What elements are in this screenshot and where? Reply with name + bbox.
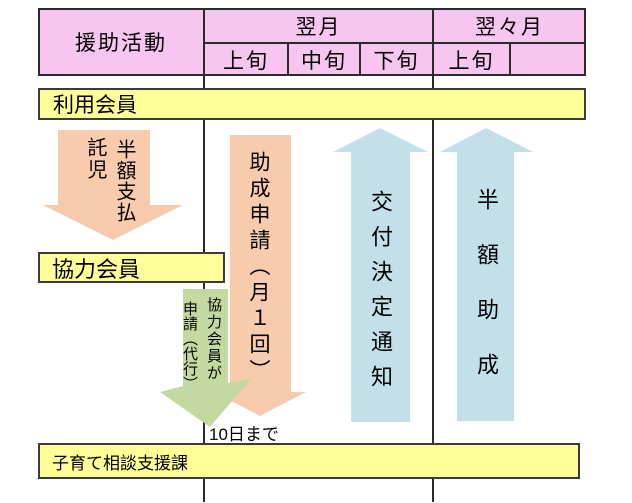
application-arrow-label: 助成申請（月１回） (247, 151, 270, 385)
column-line-next-month (203, 120, 205, 252)
grant-notice-arrow-label: 交付決定通知 (368, 190, 393, 400)
user-member-label: 利用会員 (53, 94, 137, 117)
header-cell-mid: 中旬 (301, 49, 347, 73)
proxy-arrow-label-main: 協力会員が (205, 297, 222, 382)
grant-notice-arrow (333, 128, 428, 422)
childcare-label: 託児 (84, 137, 106, 181)
table-subcol-divider (287, 43, 289, 76)
table-subcol-divider (359, 43, 361, 76)
header-cell-next-month: 翌月 (295, 15, 342, 39)
coop-member-label: 協力会員 (52, 256, 141, 282)
payment-arrow-label: 半額支払 (113, 139, 135, 223)
coop-member-box: 協力会員 (38, 252, 225, 283)
header-cell-blank (510, 43, 586, 76)
table-col-divider (432, 8, 434, 76)
column-line-month-after (432, 120, 434, 443)
column-line-next-month (203, 479, 205, 502)
header-cell-early-2: 上旬 (448, 49, 495, 73)
table-subcol-divider (509, 43, 511, 76)
payment-arrow (43, 130, 183, 240)
support-section-bar: 子育て相談支援課 (38, 443, 580, 479)
header-cell-month-after-next: 翌々月 (475, 15, 544, 39)
header-cell-early-1: 上旬 (223, 49, 269, 73)
table-row-divider (204, 42, 586, 44)
proxy-application-arrow (160, 289, 251, 427)
half-subsidy-arrow (440, 128, 533, 421)
proxy-arrow-label-sub: 申請（代行） (181, 301, 198, 391)
deadline-note: 10日まで (209, 425, 279, 444)
user-member-bar: 利用会員 (38, 88, 586, 120)
half-subsidy-arrow-label: 半額助成 (474, 188, 499, 408)
application-arrow (214, 135, 306, 416)
header-cell-late: 下旬 (373, 49, 420, 73)
header-cell-activity: 援助活動 (75, 32, 167, 55)
column-line-month-after (432, 76, 434, 88)
column-line-month-after (432, 479, 434, 502)
column-line-next-month (203, 76, 205, 88)
table-col-divider (203, 8, 205, 76)
support-section-label: 子育て相談支援課 (52, 453, 188, 473)
